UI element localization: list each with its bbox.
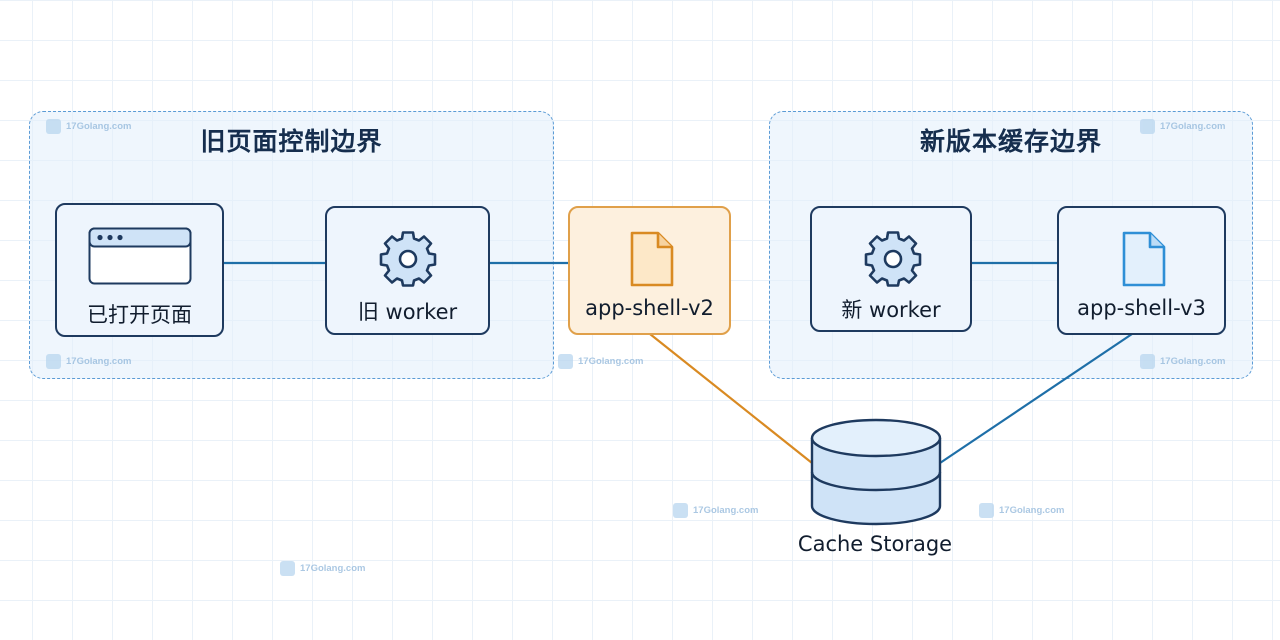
watermark: 17Golang.com	[280, 561, 365, 576]
database-icon[interactable]	[806, 418, 946, 530]
gear-icon	[379, 231, 437, 287]
watermark-logo-icon	[1140, 119, 1155, 134]
watermark-logo-icon	[46, 354, 61, 369]
file-icon	[630, 231, 674, 287]
open-page-label: 已打开页面	[87, 303, 192, 327]
new-worker-label: 新 worker	[841, 298, 941, 322]
watermark-logo-icon	[979, 503, 994, 518]
app-shell-v3-label: app-shell-v3	[1077, 296, 1206, 320]
open-page-node[interactable]: 已打开页面	[55, 203, 224, 337]
watermark-logo-icon	[1140, 354, 1155, 369]
gear-icon	[864, 231, 922, 287]
old-worker-node[interactable]: 旧 worker	[325, 206, 490, 335]
watermark: 17Golang.com	[1140, 354, 1225, 369]
watermark: 17Golang.com	[558, 354, 643, 369]
watermark: 17Golang.com	[46, 119, 131, 134]
watermark: 17Golang.com	[46, 354, 131, 369]
watermark: 17Golang.com	[673, 503, 758, 518]
file-icon	[1122, 231, 1166, 287]
watermark-logo-icon	[46, 119, 61, 134]
watermark-logo-icon	[673, 503, 688, 518]
cache-storage-label: Cache Storage	[797, 532, 953, 556]
watermark-logo-icon	[280, 561, 295, 576]
watermark-logo-icon	[558, 354, 573, 369]
app-shell-v2-label: app-shell-v2	[585, 296, 714, 320]
connector-app-shell-v3-to-cache	[939, 333, 1133, 464]
app-shell-v2-node[interactable]: app-shell-v2	[568, 206, 731, 335]
watermark: 17Golang.com	[1140, 119, 1225, 134]
old-page-boundary-title: 旧页面控制边界	[200, 127, 383, 156]
browser-window-icon	[88, 227, 192, 285]
connector-app-shell-v2-to-cache	[649, 333, 813, 464]
new-worker-node[interactable]: 新 worker	[810, 206, 972, 332]
app-shell-v3-node[interactable]: app-shell-v3	[1057, 206, 1226, 335]
old-worker-label: 旧 worker	[357, 300, 458, 324]
new-version-boundary-title: 新版本缓存边界	[919, 127, 1102, 156]
watermark: 17Golang.com	[979, 503, 1064, 518]
